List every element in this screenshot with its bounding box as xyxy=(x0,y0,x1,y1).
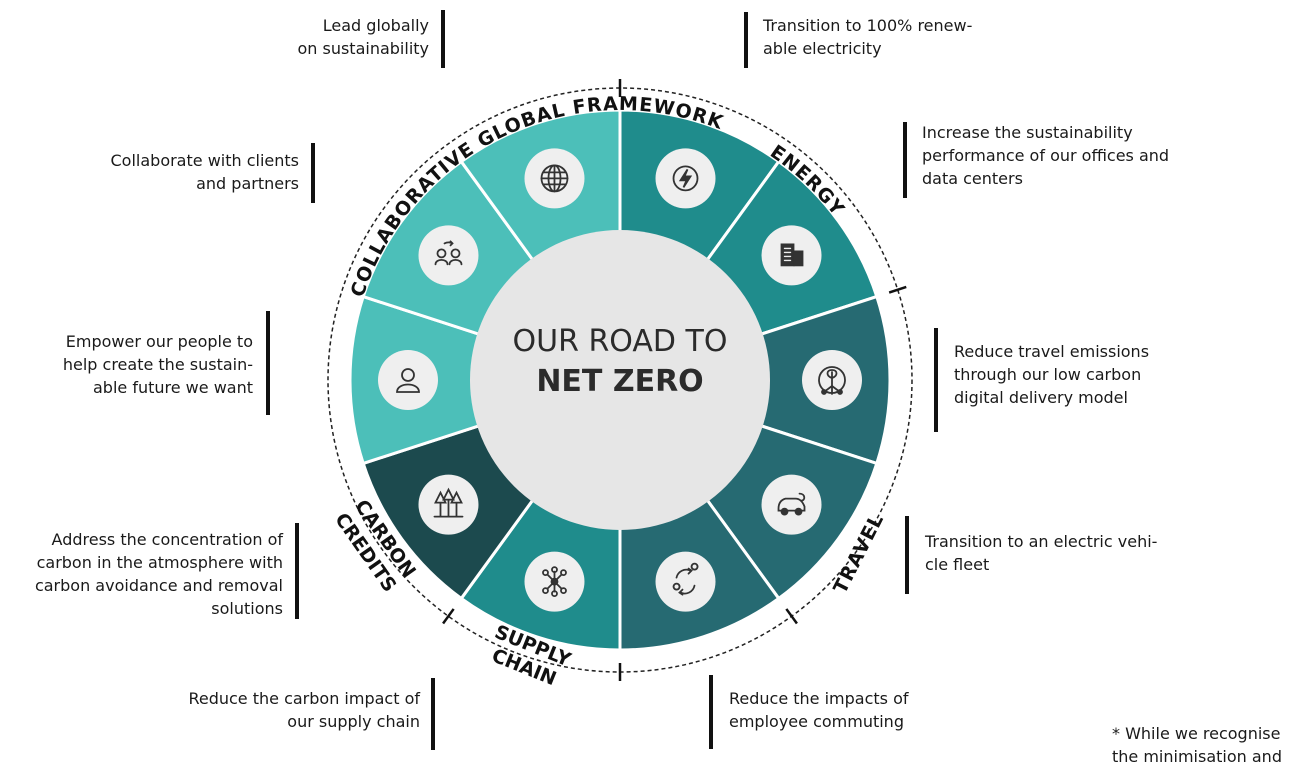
ring-tick xyxy=(785,608,798,625)
note-empower: Empower our people to help create the su… xyxy=(62,332,253,397)
ring-ticks xyxy=(442,79,907,681)
center-title: OUR ROAD TO NET ZERO xyxy=(470,322,770,402)
note-bar xyxy=(709,675,713,749)
note-bar xyxy=(441,10,445,68)
note-bar xyxy=(905,516,909,594)
center-circle xyxy=(470,230,770,530)
commute-route-icon xyxy=(655,551,716,612)
note-ev-fleet: Transition to an electric vehi- cle flee… xyxy=(925,532,1158,574)
note-commuting: Reduce the impacts of employee commuting xyxy=(729,689,909,731)
plant-network-icon xyxy=(802,350,862,410)
ring-tick xyxy=(888,285,907,294)
note-bar xyxy=(266,311,270,415)
center-title-line2: NET ZERO xyxy=(536,364,704,399)
note-carbon-concentration: Address the concentration of carbon in t… xyxy=(34,530,283,618)
building-icon xyxy=(761,225,822,286)
note-lead-globally: Lead globally on sustainability xyxy=(297,16,429,58)
note-bar xyxy=(295,523,299,619)
note-bar xyxy=(744,12,748,68)
note-supply-chain: Reduce the carbon impact of our supply c… xyxy=(188,689,420,731)
note-renewable: Transition to 100% renew- able electrici… xyxy=(763,16,973,58)
segment-icons xyxy=(378,148,862,612)
note-bar xyxy=(311,143,315,203)
person-icon xyxy=(378,350,438,410)
forest-icon xyxy=(418,474,479,535)
electric-car-icon xyxy=(761,474,822,535)
note-travel-emissions: Reduce travel emissions through our low … xyxy=(954,342,1150,407)
center-title-line1: OUR ROAD TO xyxy=(512,324,728,359)
people-exchange-icon xyxy=(418,225,479,286)
globe-icon xyxy=(524,148,585,209)
lightning-icon xyxy=(655,148,716,209)
note-bar xyxy=(431,678,435,750)
note-bar xyxy=(903,122,907,198)
note-collaborate: Collaborate with clients and partners xyxy=(110,151,300,193)
note-offices: Increase the sustainability performance … xyxy=(922,123,1170,188)
supply-network-icon xyxy=(524,551,585,612)
note-bar xyxy=(934,328,938,432)
ring-tick xyxy=(442,608,455,625)
footnote: * While we recognise the minimisation an… xyxy=(1112,724,1282,766)
